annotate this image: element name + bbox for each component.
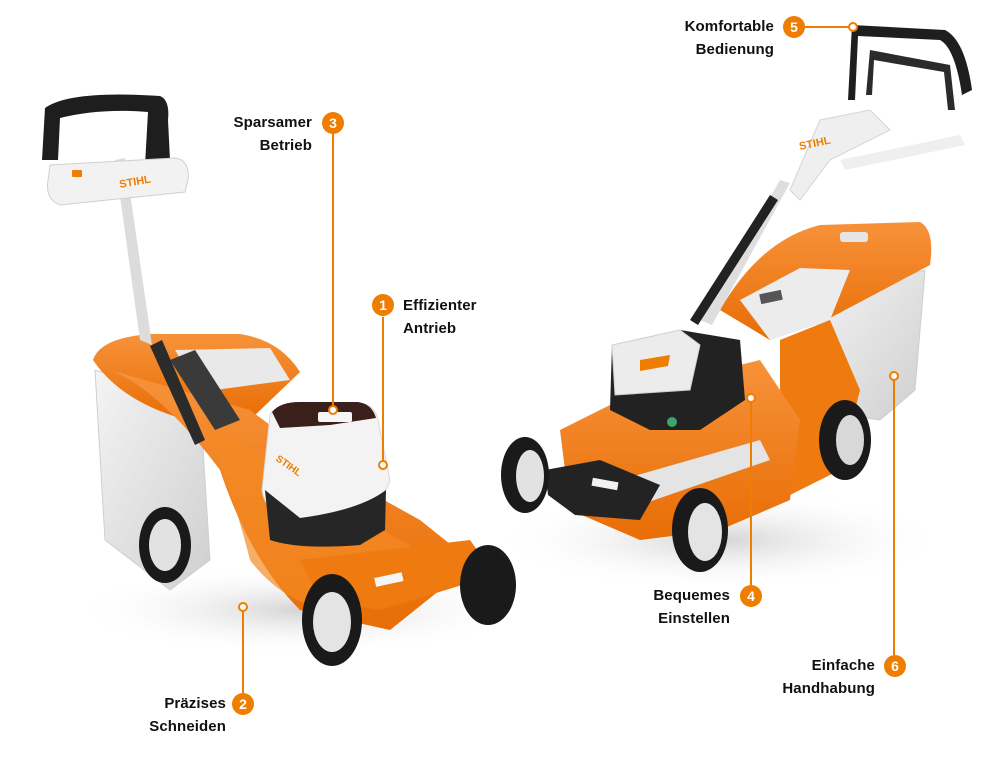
callout-badge-5: 5 — [783, 16, 805, 38]
rear-wheel-left — [139, 507, 191, 583]
callout-label-line: Bedienung — [695, 41, 774, 58]
callout-badge-1: 1 — [372, 294, 394, 316]
callout-label-line: Bequemes — [653, 587, 730, 604]
callout-label-precise-cutting: Präzises Schneiden — [149, 692, 226, 738]
callout-label-easy-handling: Einfache Handhabung — [782, 654, 875, 700]
front-wheel-right — [501, 437, 728, 572]
callout-label-easy-adjustment: Bequemes Einstellen — [653, 584, 730, 630]
callout-label-line: Betrieb — [259, 137, 312, 154]
callout-label-line: Antrieb — [403, 320, 457, 337]
callout-label-line: Handhabung — [782, 680, 875, 697]
svg-text:STIHL: STIHL — [118, 174, 152, 191]
callout-label-line: Effizienter — [403, 297, 477, 314]
callout-label-line: Präzises — [164, 695, 226, 712]
callout-badge-2: 2 — [232, 693, 254, 715]
callout-badge-4: 4 — [740, 585, 762, 607]
callout-badge-3: 3 — [322, 112, 344, 134]
callout-lines — [238, 22, 899, 693]
callout-badge-6: 6 — [884, 655, 906, 677]
callout-label-efficient-drive: Effizienter Antrieb — [403, 294, 477, 340]
callout-label-line: Komfortable — [684, 18, 774, 35]
callout-label-economical-operation: Sparsamer Betrieb — [234, 111, 312, 157]
front-wheel-left — [302, 545, 516, 666]
callout-label-line: Schneiden — [149, 718, 226, 735]
rear-wheel-right — [819, 400, 871, 480]
callout-label-line: Einstellen — [658, 610, 730, 627]
callout-label-comfortable-operation: Komfortable Bedienung — [685, 15, 774, 61]
petrol-mower: STIHL — [490, 25, 972, 590]
battery-mower: STIHL STIHL — [42, 94, 530, 666]
callout-label-line: Einfache — [811, 657, 875, 674]
callout-label-line: Sparsamer — [233, 114, 312, 131]
